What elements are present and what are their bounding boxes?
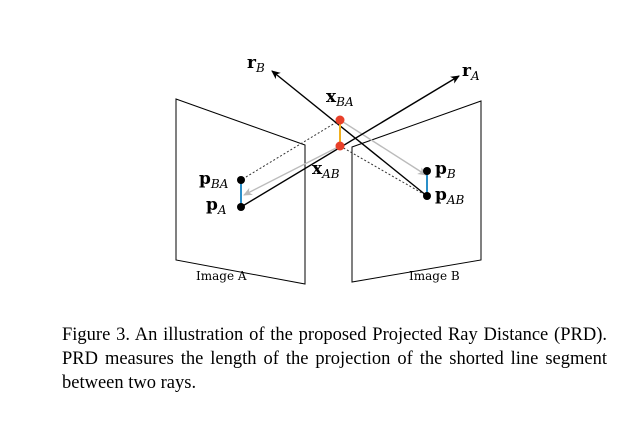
ray-a [240,75,460,208]
label-r-b: rB [247,53,265,75]
image-b-plane [351,100,482,283]
label-image-b: Image B [409,269,460,283]
label-p-b: pB [435,159,456,181]
point-x-ba [335,115,345,125]
prd-illustration: rB rA xBA xAB pBA pA pB pAB Image A Imag… [175,53,482,285]
label-x-ba: xBA [326,87,354,109]
label-r-a: rA [462,61,480,83]
projection-ray-b [339,119,427,176]
point-p-ab [423,192,431,200]
label-p-a: pA [206,195,227,217]
label-p-ab: pAB [435,185,465,207]
ray-b [271,70,428,197]
dotted-line-to-p-ab [339,145,428,197]
point-p-b [423,167,431,175]
dotted-line-to-p-ba [240,119,341,181]
point-x-ab [335,141,345,151]
label-image-a: Image A [196,269,247,283]
point-p-a [237,203,245,211]
label-p-ba: pBA [199,169,229,191]
projection-ray-a [243,145,341,196]
figure-caption: Figure 3. An illustration of the propose… [62,325,607,393]
label-x-ab: xAB [312,159,340,181]
point-p-ba [237,176,245,184]
image-a-plane [175,98,306,285]
